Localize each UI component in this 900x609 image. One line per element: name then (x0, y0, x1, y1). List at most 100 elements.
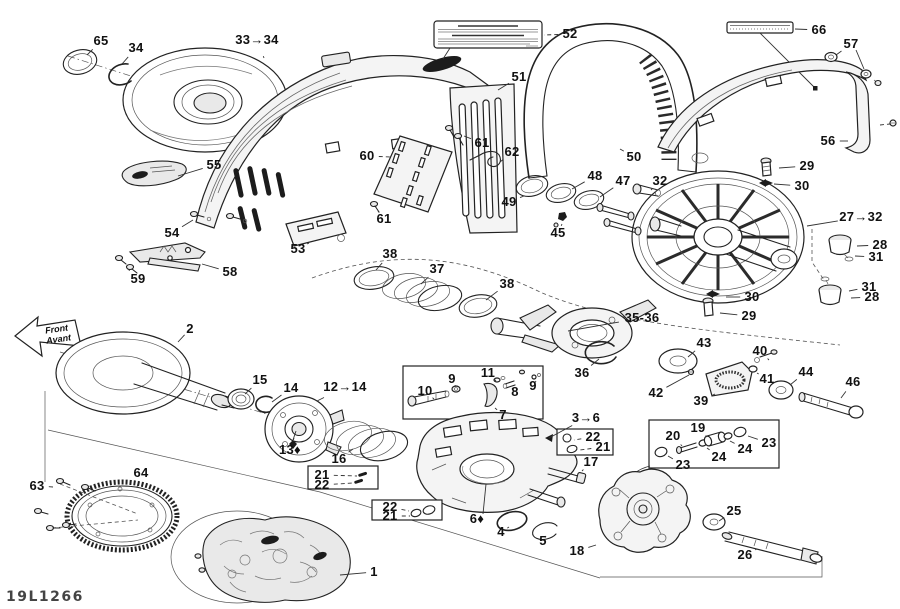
ring-gear-64 (51, 479, 180, 553)
inset-box-21-22-right (556, 428, 614, 456)
callout-61-11: 61 (474, 135, 489, 150)
callout-41-40: 41 (759, 371, 774, 386)
leader-line-49 (519, 195, 525, 199)
screws-59 (114, 254, 138, 274)
leader-line-9 (534, 380, 537, 383)
leader-line-24 (706, 447, 710, 451)
block-39 (705, 361, 753, 397)
leader-line-34 (121, 56, 129, 65)
callout-31-31: 31 (861, 279, 876, 294)
clutch-housing-3-6 (416, 411, 587, 515)
leader-line-45 (560, 223, 563, 226)
callout-15-45: 15 (252, 372, 267, 387)
callout-29-8: 29 (799, 158, 814, 173)
callout-58-26: 58 (222, 264, 237, 279)
leader-line-54 (181, 219, 194, 228)
lockwasher-30-bottom (706, 290, 720, 298)
callout-35-36-34: 35-36 (625, 310, 660, 325)
leader-line-58 (201, 263, 219, 270)
engine-1 (170, 510, 351, 604)
washer-44 (768, 380, 794, 400)
callout-32-16: 32 (652, 173, 667, 188)
leader-line-38 (485, 290, 498, 301)
callout-16-59: 16 (331, 451, 346, 466)
spring-stack-37 (381, 273, 463, 312)
leader-line-55 (177, 167, 203, 177)
callout-21-56: 21 (595, 439, 610, 454)
ring-47 (573, 189, 605, 211)
front-arrow-label-en: Front (44, 322, 69, 335)
warning-decal-52 (433, 20, 543, 62)
callout-31-25: 31 (868, 249, 883, 264)
frame-51 (195, 51, 518, 234)
belt-guard-56 (657, 59, 897, 164)
ring-4 (496, 510, 528, 532)
callout-57-5: 57 (843, 36, 858, 51)
screw-61-upper (444, 124, 464, 146)
leader-line-31 (848, 288, 858, 292)
damper-28-upper (828, 234, 854, 262)
leader-line-5 (544, 535, 547, 538)
callout-46-44: 46 (845, 374, 860, 389)
engine-texture (219, 530, 323, 593)
bolt-10 (407, 390, 450, 407)
leader-line-39 (711, 393, 716, 397)
callout-26-75: 26 (737, 547, 752, 562)
spider-18 (598, 468, 691, 553)
callout-3-6-54: 3→6 (572, 410, 600, 425)
leader-line-12-14 (316, 397, 325, 402)
pin-8 (502, 380, 516, 389)
callout-12-14-47: 12→14 (323, 379, 367, 394)
callout-63-78: 63 (29, 478, 44, 493)
callout-27-32-17: 27→32 (839, 209, 882, 224)
leader-line-7 (494, 407, 498, 411)
inset-box-19-24 (630, 419, 780, 478)
callout-56-7: 56 (820, 133, 835, 148)
callout-30-9: 30 (794, 178, 809, 193)
washer-43 (658, 348, 698, 374)
callout-23-62: 23 (761, 435, 776, 450)
oring-38-left (353, 266, 395, 290)
leader-line-13- (292, 437, 295, 441)
leader-line-8 (511, 387, 514, 390)
callout-61-22: 61 (376, 211, 391, 226)
callout-28-32: 28 (864, 289, 879, 304)
washer-9-left (451, 385, 461, 393)
callout-2-39: 2 (186, 321, 194, 336)
leader-line-32 (650, 188, 653, 191)
leader-line-41 (756, 372, 759, 375)
callout-66-4: 66 (811, 22, 826, 37)
hook-62 (469, 150, 501, 168)
callout-21-69: 21 (382, 508, 397, 523)
callout-53-23: 53 (290, 241, 305, 256)
screw-42 (687, 368, 695, 376)
pin-lower (527, 488, 566, 508)
callout-24-64: 24 (711, 449, 727, 464)
circlip-34 (108, 63, 132, 86)
bolt-32 (632, 183, 661, 197)
washer-25 (702, 513, 726, 531)
leader-line-37 (420, 276, 429, 285)
callout-62-12: 62 (504, 144, 519, 159)
callout-22-55: 22 (585, 429, 600, 444)
bolt-29-bottom (702, 297, 714, 317)
leader-line-30 (773, 183, 791, 186)
leader-line-19 (705, 435, 708, 438)
callout-24-63: 24 (737, 441, 753, 456)
oring-38-right (458, 294, 498, 318)
callout-1-76: 1 (370, 564, 378, 579)
fixed-sheave-2 (55, 331, 238, 415)
leader-line-27-32 (806, 220, 838, 227)
leader-line-26 (754, 548, 758, 551)
callout-55-20: 55 (206, 157, 221, 172)
leader-line-3-6 (548, 425, 573, 439)
cam-assembly-35-36 (490, 299, 657, 359)
leader-line-4 (507, 526, 510, 529)
frame-vent-slots (233, 166, 286, 232)
leader-line-66 (794, 28, 808, 30)
bolt-17 (547, 467, 587, 484)
leader-line-14 (271, 394, 282, 403)
